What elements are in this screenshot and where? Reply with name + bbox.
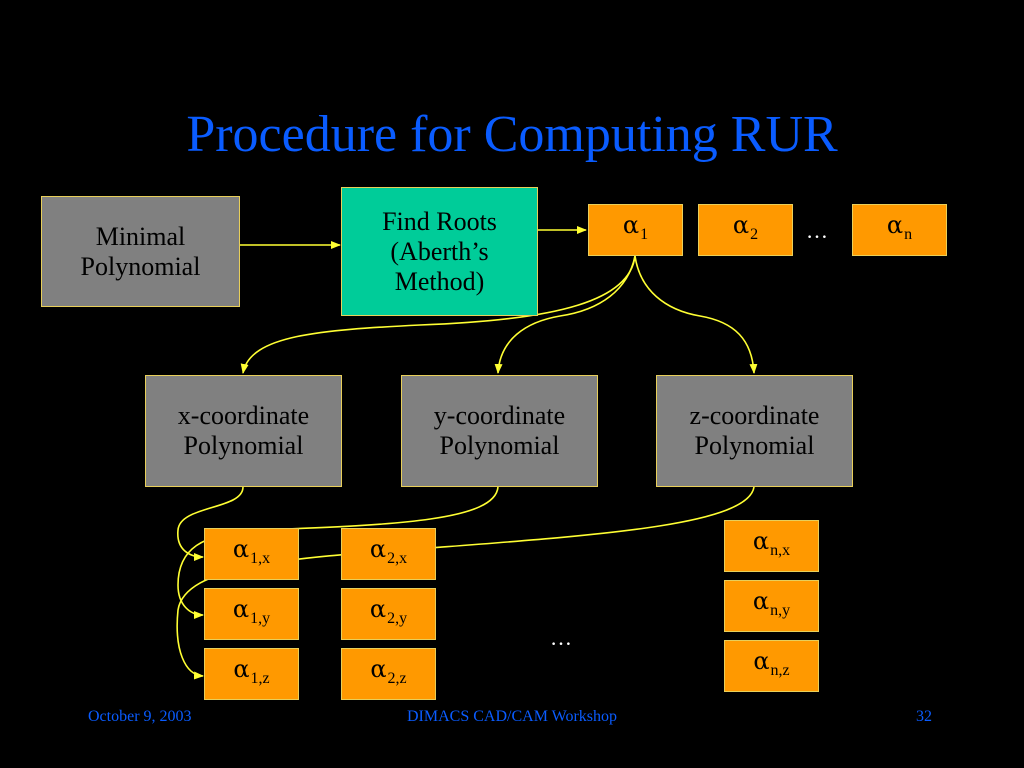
- root-alpha-n-subscript: n: [904, 226, 913, 243]
- alpha-1z-subscript: 1,z: [250, 670, 270, 687]
- y-poly-line1: y-coordinate: [433, 401, 566, 430]
- z-poly-line2: Polynomial: [694, 431, 815, 460]
- alpha-symbol: α: [752, 587, 770, 615]
- alpha-symbol: α: [732, 211, 750, 239]
- find-roots-box: Find Roots (Aberth’s Method): [341, 187, 538, 316]
- alpha-symbol: α: [369, 595, 387, 623]
- alpha-symbol: α: [369, 535, 387, 563]
- alpha-2x-subscript: 2,x: [387, 550, 408, 567]
- alpha-nx-subscript: n,x: [770, 542, 791, 559]
- alpha-symbol: α: [370, 655, 387, 683]
- root-alpha-1-subscript: 1: [640, 226, 649, 243]
- alpha-symbol: α: [232, 595, 250, 623]
- find-roots-line2: (Aberth’s: [390, 236, 489, 266]
- component-alpha-1-y: α1,y: [204, 588, 299, 640]
- y-poly-line2: Polynomial: [439, 431, 560, 460]
- find-roots-line1: Find Roots: [382, 206, 497, 236]
- footer-page-number: 32: [916, 708, 932, 725]
- alpha-1x-subscript: 1,x: [250, 550, 271, 567]
- alpha-2y-subscript: 2,y: [387, 610, 408, 627]
- component-alpha-2-x: α2,x: [341, 528, 436, 580]
- x-coordinate-polynomial-box: x-coordinate Polynomial: [145, 375, 342, 487]
- root-alpha-1: α1: [588, 204, 683, 256]
- component-alpha-2-y: α2,y: [341, 588, 436, 640]
- alpha-symbol: α: [753, 647, 770, 675]
- minimal-polynomial-line2: Polynomial: [80, 251, 201, 281]
- alpha-ny-subscript: n,y: [770, 602, 791, 619]
- alpha-nz-subscript: n,z: [770, 662, 790, 679]
- alpha-1y-subscript: 1,y: [250, 610, 271, 627]
- arrow-z-to-alpha1z: [176, 486, 755, 680]
- footer-event: DIMACS CAD/CAM Workshop: [407, 708, 617, 725]
- arrow-x-to-alpha1x: [177, 486, 244, 561]
- x-poly-line2: Polynomial: [183, 431, 304, 460]
- minimal-polynomial-line1: Minimal: [95, 221, 186, 251]
- component-alpha-1-x: α1,x: [204, 528, 299, 580]
- slide-title: Procedure for Computing RUR: [186, 106, 838, 163]
- z-poly-line1: z-coordinate: [689, 401, 820, 430]
- x-poly-line1: x-coordinate: [177, 401, 310, 430]
- root-alpha-2-subscript: 2: [750, 226, 759, 243]
- footer-date: October 9, 2003: [88, 708, 192, 725]
- roots-ellipsis: …: [806, 218, 828, 243]
- find-roots-line3: Method): [394, 266, 485, 296]
- components-ellipsis: …: [550, 625, 572, 650]
- component-alpha-n-z: αn,z: [724, 640, 819, 692]
- z-coordinate-polynomial-box: z-coordinate Polynomial: [656, 375, 853, 487]
- y-coordinate-polynomial-box: y-coordinate Polynomial: [401, 375, 598, 487]
- root-alpha-n: αn: [852, 204, 947, 256]
- alpha-symbol: α: [886, 211, 904, 239]
- alpha-symbol: α: [233, 655, 250, 683]
- minimal-polynomial-box: Minimal Polynomial: [41, 196, 240, 307]
- root-alpha-2: α2: [698, 204, 793, 256]
- component-alpha-2-z: α2,z: [341, 648, 436, 700]
- alpha-symbol: α: [752, 527, 770, 555]
- component-alpha-n-x: αn,x: [724, 520, 819, 572]
- arrow-alpha1-to-z: [634, 255, 758, 374]
- alpha-symbol: α: [622, 211, 640, 239]
- alpha-symbol: α: [232, 535, 250, 563]
- arrow-alpha1-to-y: [494, 255, 636, 374]
- component-alpha-n-y: αn,y: [724, 580, 819, 632]
- alpha-2z-subscript: 2,z: [387, 670, 407, 687]
- component-alpha-1-z: α1,z: [204, 648, 299, 700]
- arrow-alpha1-to-x: [240, 255, 636, 374]
